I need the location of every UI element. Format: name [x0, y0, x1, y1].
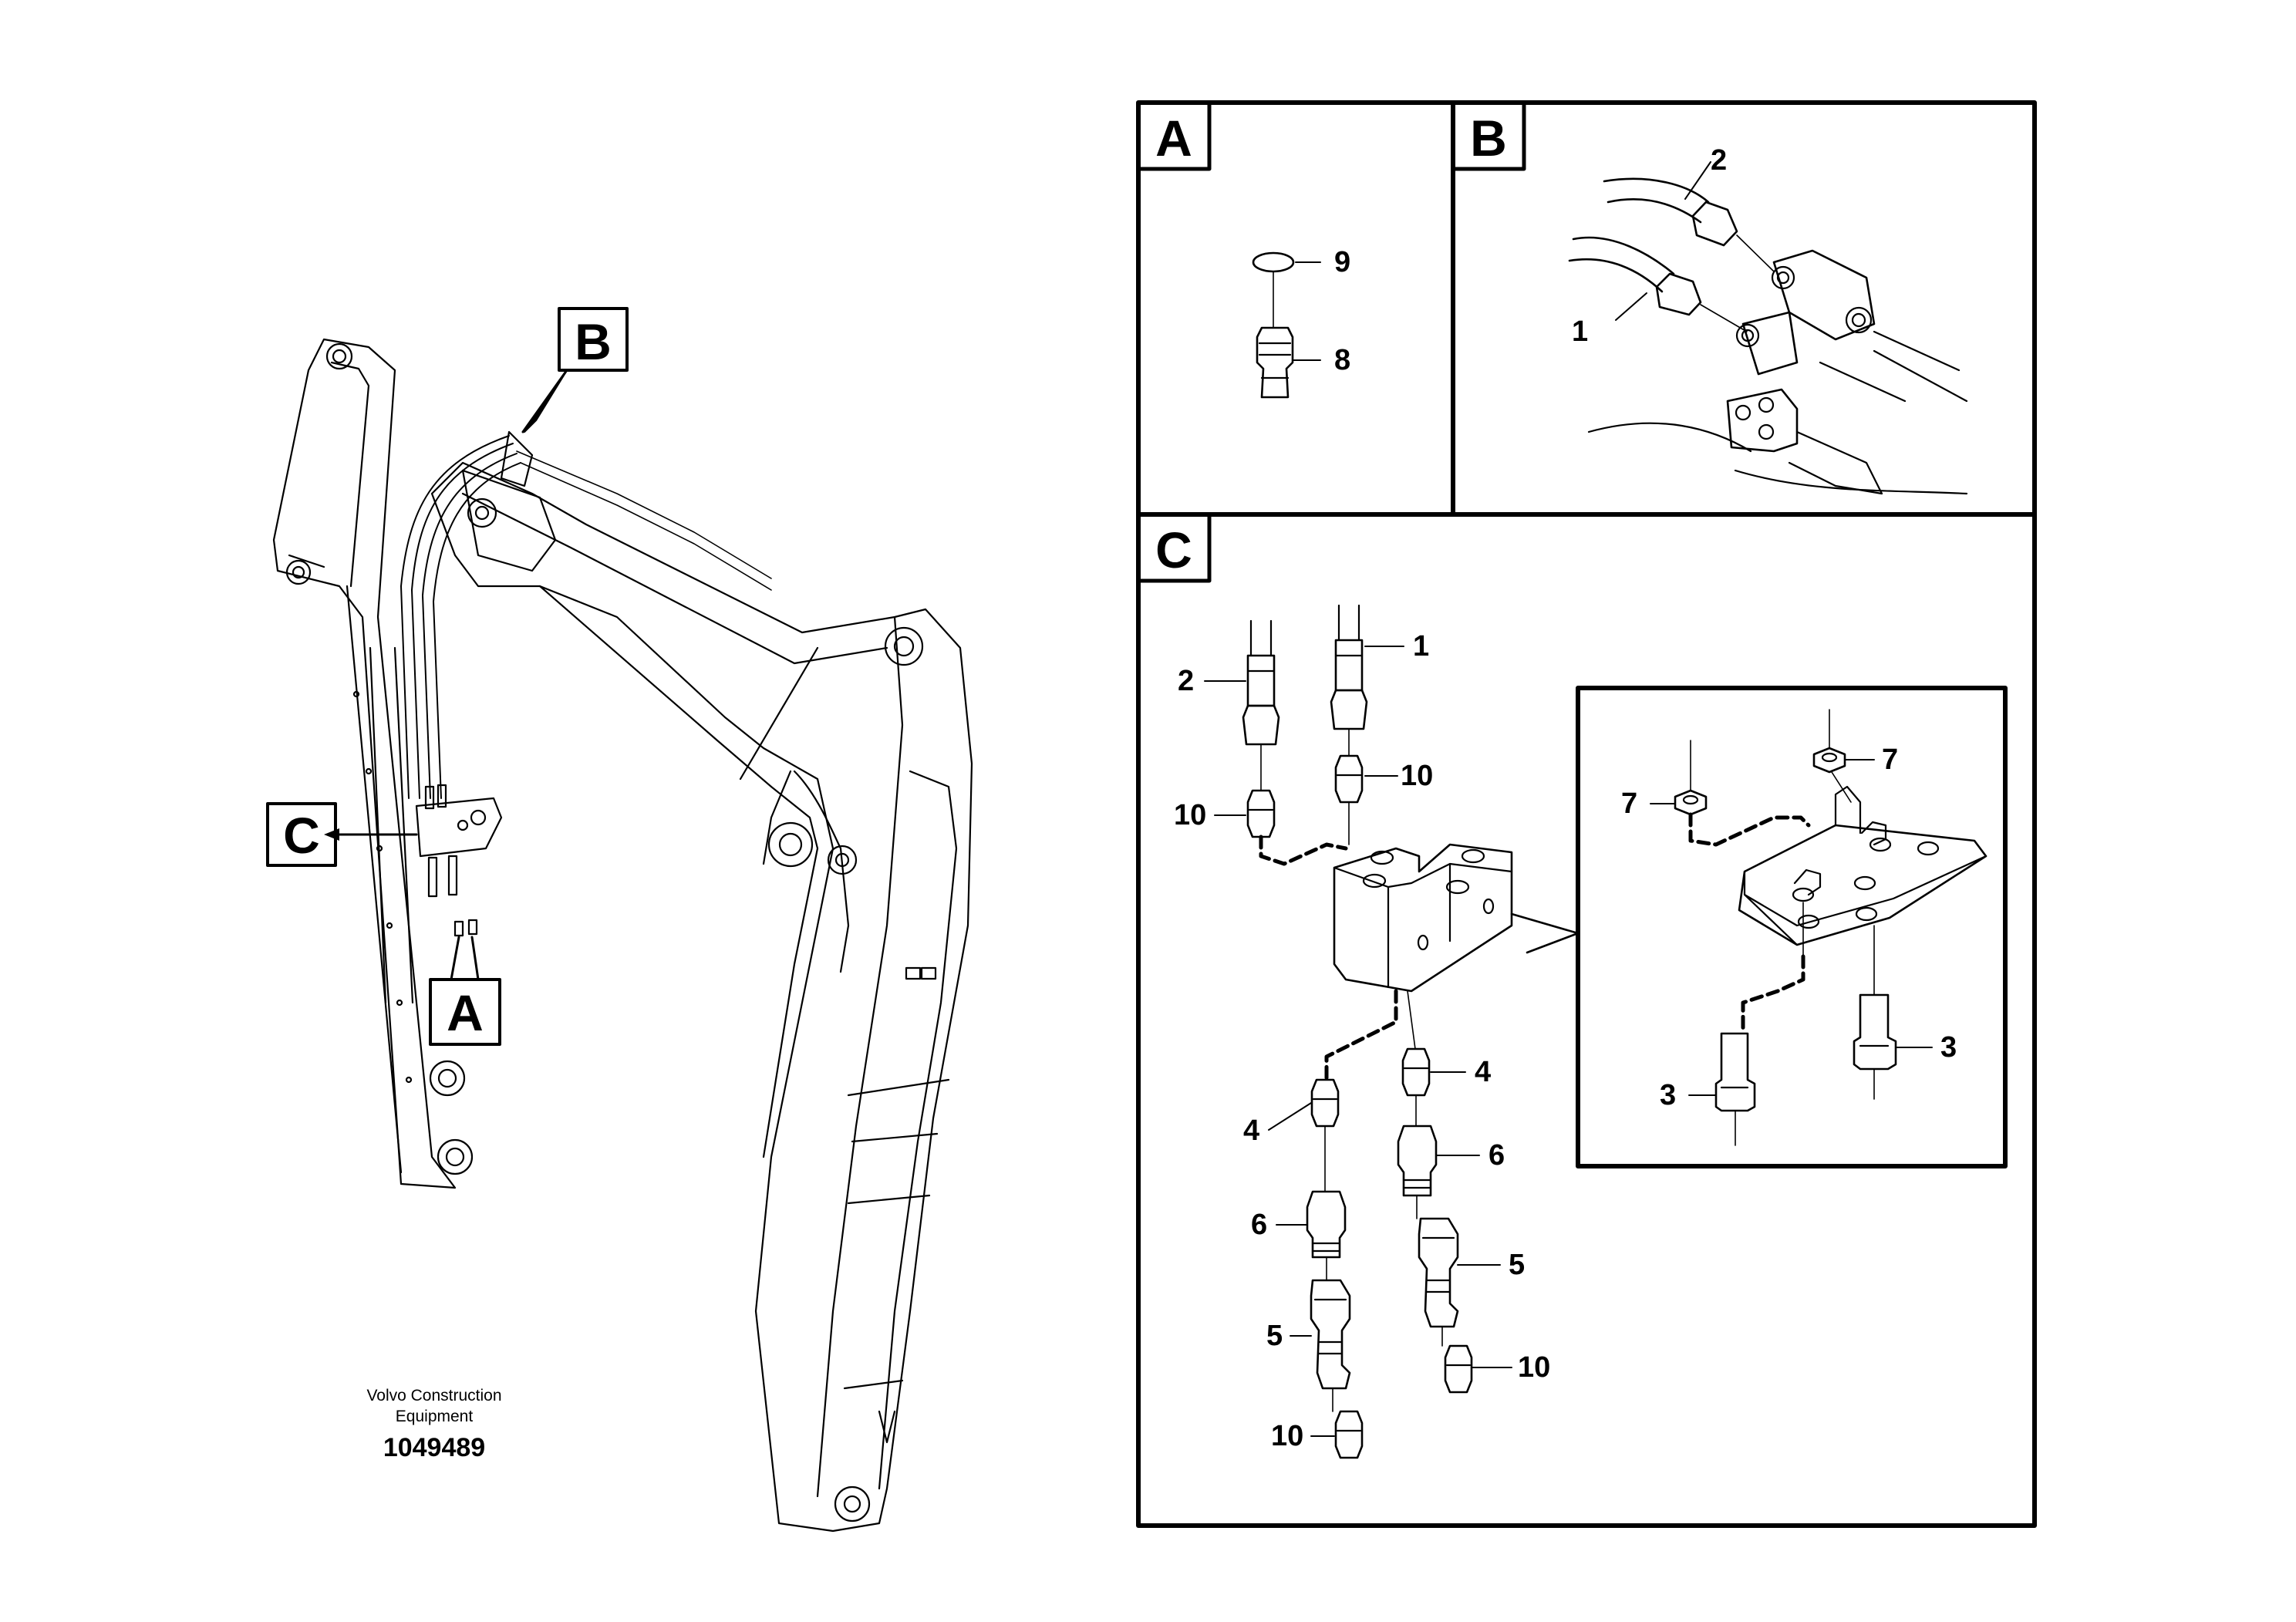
svg-text:B: B: [575, 313, 612, 370]
callout-9: 9: [1334, 246, 1350, 278]
panel-b-letter: B: [1470, 110, 1507, 167]
callout-c-5-a: 5: [1509, 1249, 1525, 1281]
callout-c-10-a: 10: [1401, 760, 1433, 792]
callout-c-3-b: 3: [1940, 1031, 1957, 1064]
callout-c-6-b: 6: [1251, 1209, 1267, 1241]
callout-c-4-b: 4: [1243, 1114, 1259, 1147]
callout-c-5-b: 5: [1266, 1320, 1283, 1352]
panel-c: C: [1136, 512, 2008, 1459]
callout-c-6-a: 6: [1489, 1139, 1505, 1172]
svg-text:A: A: [447, 984, 484, 1041]
callout-2: 2: [1711, 144, 1727, 177]
callout-c-2: 2: [1178, 665, 1194, 697]
callout-c-10-b: 10: [1174, 799, 1206, 831]
panel-c-letter: C: [1155, 521, 1192, 578]
overview-label-c: C: [266, 802, 418, 867]
boom-arm-illustration: [272, 338, 973, 1533]
callout-8: 8: [1334, 344, 1350, 376]
callout-c-1: 1: [1413, 630, 1429, 663]
credit-line-1: Volvo Construction: [366, 1387, 501, 1404]
callout-c-7-a: 7: [1621, 787, 1637, 820]
panel-a-letter: A: [1155, 110, 1192, 167]
detail-frame: [1136, 100, 2037, 1528]
overview-label-a: A: [429, 936, 501, 1046]
callout-c-3-a: 3: [1660, 1079, 1676, 1111]
credit-line-2: Equipment: [396, 1408, 474, 1425]
svg-text:C: C: [283, 807, 320, 864]
detail-inset: [1576, 686, 2008, 1168]
overview-label-b: B: [521, 307, 629, 433]
callout-c-10-d: 10: [1271, 1420, 1303, 1452]
callout-c-4-a: 4: [1475, 1056, 1491, 1088]
callout-c-10-c: 10: [1518, 1351, 1550, 1384]
panel-b: B 2 1: [1451, 100, 1968, 495]
callout-1: 1: [1572, 315, 1588, 348]
callout-c-7-b: 7: [1882, 744, 1898, 776]
part-number: 1049489: [383, 1433, 485, 1462]
panel-a: A 9 8: [1136, 100, 1350, 399]
